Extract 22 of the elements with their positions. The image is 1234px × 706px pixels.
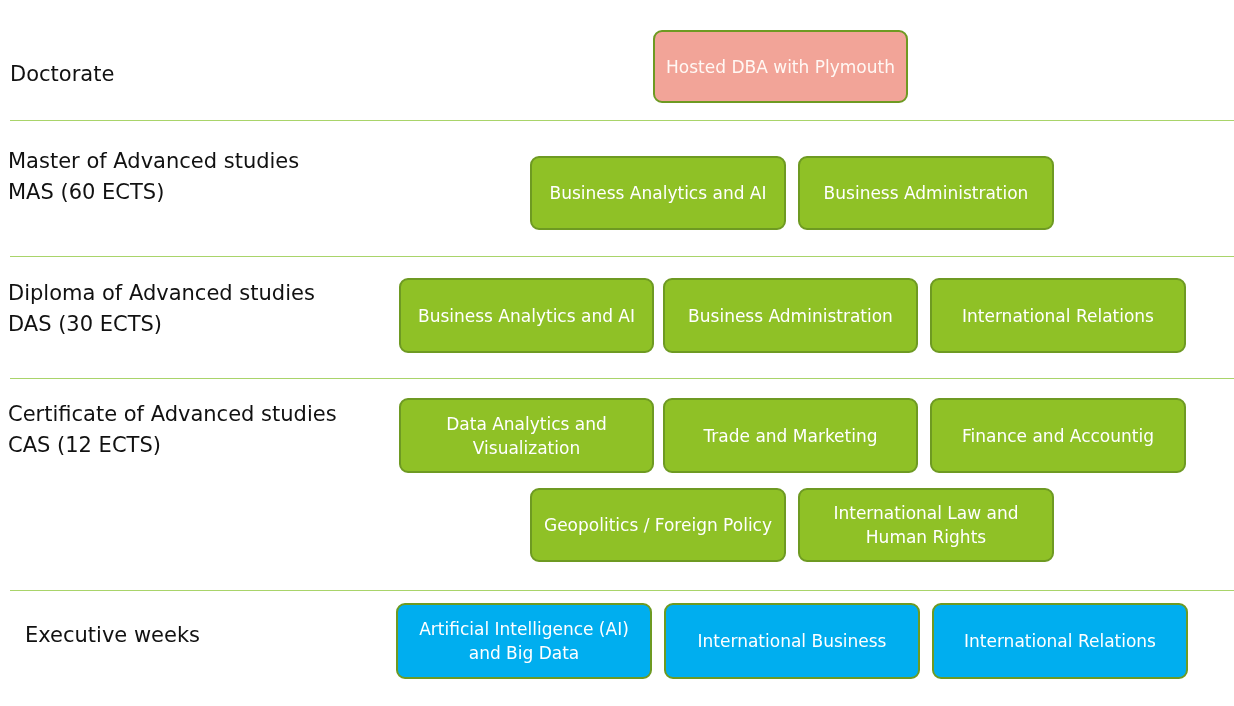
level-label: Diploma of Advanced studies bbox=[8, 281, 315, 305]
level-label: Certificate of Advanced studies bbox=[8, 402, 337, 426]
program-box: Hosted DBA with Plymouth bbox=[653, 30, 908, 103]
program-box: Business Administration bbox=[663, 278, 918, 353]
program-box: Business Analytics and AI bbox=[399, 278, 654, 353]
program-box: Data Analytics and Visualization bbox=[399, 398, 654, 473]
program-box: Artificial Intelligence (AI) and Big Data bbox=[396, 603, 652, 679]
level-label: DAS (30 ECTS) bbox=[8, 312, 163, 336]
program-box: International Relations bbox=[932, 603, 1188, 679]
program-box: Finance and Accountig bbox=[930, 398, 1186, 473]
level-label: Executive weeks bbox=[25, 623, 201, 647]
program-box: Business Administration bbox=[798, 156, 1054, 230]
level-label: CAS (12 ECTS) bbox=[8, 433, 161, 457]
program-box: International Relations bbox=[930, 278, 1186, 353]
program-box: Business Analytics and AI bbox=[530, 156, 786, 230]
level-label: Doctorate bbox=[10, 62, 115, 86]
program-box: International Business bbox=[664, 603, 920, 679]
level-label: MAS (60 ECTS) bbox=[8, 180, 165, 204]
program-box: International Law and Human Rights bbox=[798, 488, 1054, 562]
level-label: Master of Advanced studies bbox=[8, 149, 300, 173]
program-box: Trade and Marketing bbox=[663, 398, 918, 473]
program-box: Geopolitics / Foreign Policy bbox=[530, 488, 786, 562]
